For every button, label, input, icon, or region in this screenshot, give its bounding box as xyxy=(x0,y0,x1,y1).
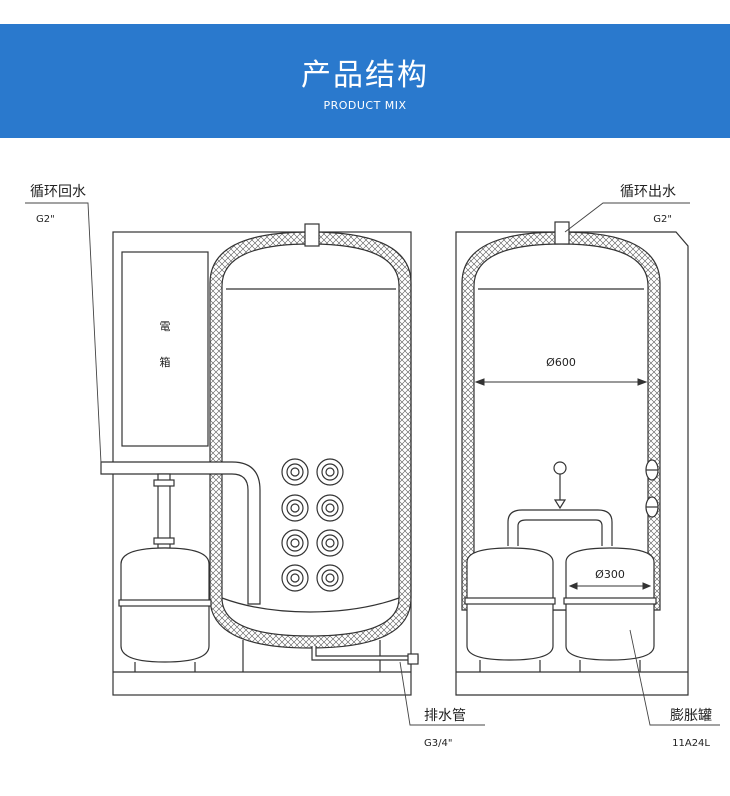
expansion-tank-model: 11A24L xyxy=(672,738,710,749)
heating-flanges xyxy=(281,458,344,592)
page-subtitle: PRODUCT MIX xyxy=(323,99,407,112)
front-view xyxy=(100,223,419,696)
tank-diameter-label: Ø600 xyxy=(546,356,576,369)
heating-flange xyxy=(316,564,344,592)
valve-knob xyxy=(553,461,567,475)
heating-flange xyxy=(316,529,344,557)
side-view xyxy=(455,221,689,696)
side-flange-upper xyxy=(645,459,659,481)
diameter-dimension-600 xyxy=(474,378,648,386)
expansion-diameter-label: Ø300 xyxy=(595,568,625,581)
heating-flange xyxy=(281,494,309,522)
return-inlet-size: G2" xyxy=(36,214,55,225)
heating-flange xyxy=(316,458,344,486)
heating-flange xyxy=(281,529,309,557)
page-title: 产品结构 xyxy=(301,58,429,93)
side-flange-lower xyxy=(645,496,659,518)
heating-flange xyxy=(281,458,309,486)
header-banner: 产品结构 PRODUCT MIX xyxy=(0,24,730,138)
electrical-box-label-2: 箱 xyxy=(160,355,171,369)
heating-flange xyxy=(316,494,344,522)
return-inlet-label: 循环回水 xyxy=(30,184,86,200)
diameter-dimension-300 xyxy=(568,582,652,590)
drain-size: G3/4" xyxy=(424,738,452,749)
side-frame xyxy=(455,231,689,696)
top-outlet-stub xyxy=(304,223,320,247)
side-top-outlet xyxy=(554,221,570,245)
electrical-box-label-1: 電 xyxy=(160,320,171,333)
heating-flange xyxy=(281,564,309,592)
expansion-tank-label: 膨胀罐 xyxy=(670,707,712,724)
supply-outlet-size: G2" xyxy=(653,214,672,225)
drain-label: 排水管 xyxy=(424,708,466,724)
electrical-box xyxy=(121,251,209,447)
leader-lines xyxy=(25,202,720,726)
supply-outlet-label: 循环出水 xyxy=(620,184,676,200)
return-pipe xyxy=(100,461,261,605)
